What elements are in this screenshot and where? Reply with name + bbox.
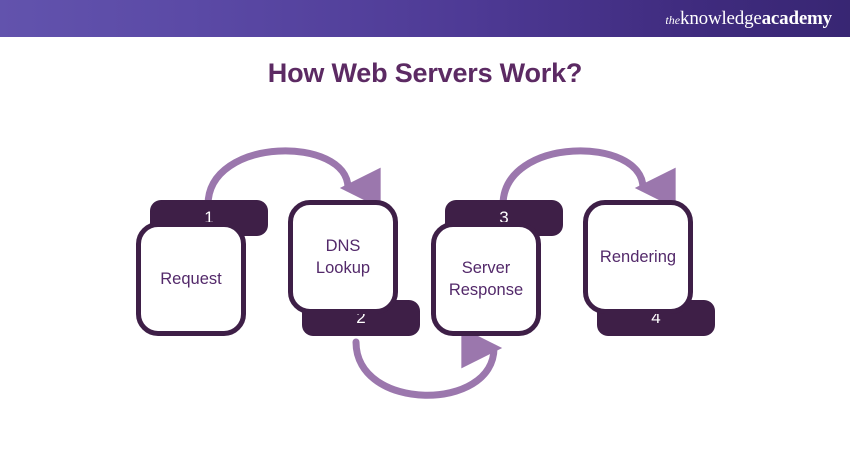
logo-word-knowledge: knowledge	[680, 7, 762, 29]
process-step-1[interactable]: 1 Request	[136, 200, 268, 350]
brand-logo: theknowledgeacademy	[665, 8, 832, 30]
step-4-box[interactable]: Rendering	[583, 200, 693, 314]
step-4-number: 4	[651, 308, 661, 327]
step-1-box[interactable]: Request	[136, 222, 246, 336]
page-title: How Web Servers Work?	[267, 58, 583, 88]
step-1-number: 1	[204, 208, 214, 227]
step-2-label: DNS Lookup	[315, 236, 371, 277]
header-bar: theknowledgeacademy	[0, 0, 850, 37]
step-4-label: Rendering	[599, 247, 677, 266]
process-step-4[interactable]: 4 Rendering	[583, 186, 715, 336]
step-3-box[interactable]: Server Response	[431, 222, 541, 336]
logo-word-academy: academy	[761, 7, 833, 29]
step-3-label: Server Response	[448, 258, 524, 299]
step-1-label: Request	[160, 269, 222, 288]
process-step-3[interactable]: 3 Server Response	[431, 200, 563, 350]
logo-word-the: the	[665, 12, 681, 27]
step-2-number: 2	[356, 308, 366, 327]
process-step-2[interactable]: 2 DNS Lookup	[288, 186, 420, 336]
step-2-box[interactable]: DNS Lookup	[288, 200, 398, 314]
step-3-number: 3	[499, 208, 509, 227]
